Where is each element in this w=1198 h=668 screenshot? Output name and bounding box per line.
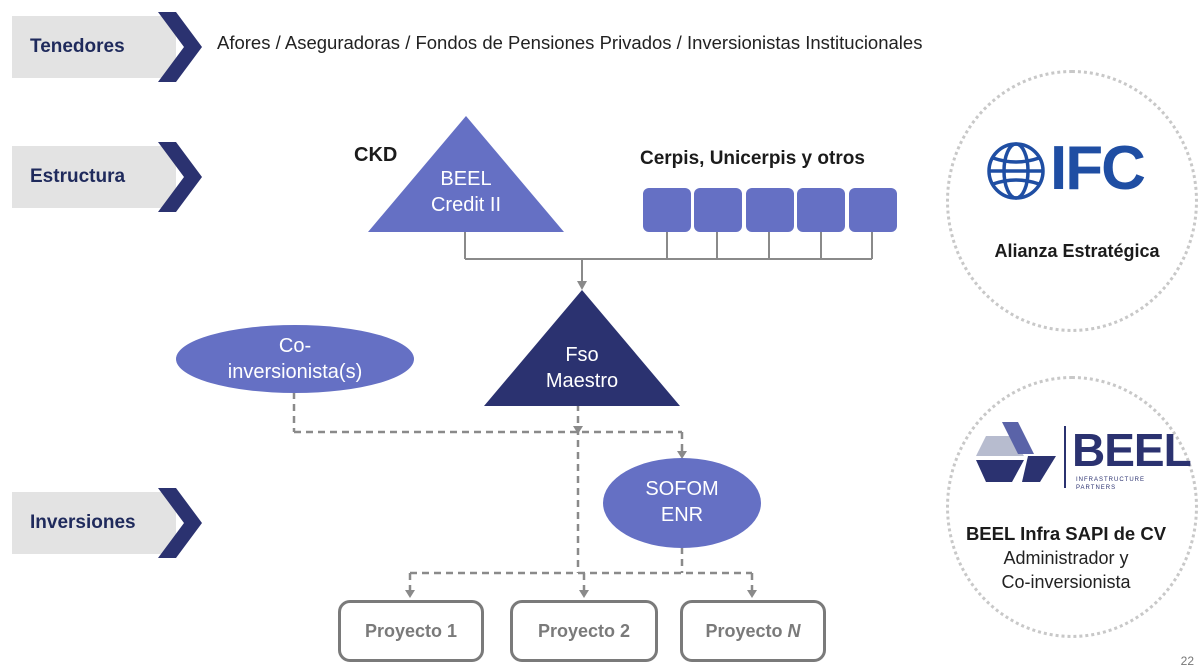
row-label-inversiones: Inversiones — [12, 492, 176, 554]
beel-caption-bold: BEEL Infra SAPI de CV — [965, 523, 1167, 544]
ckd-label: CKD — [354, 144, 398, 166]
project-1-prefix: Proyecto — [364, 620, 447, 641]
beel-caption-line2: Administrador y — [1003, 548, 1129, 568]
sofom-line1: SOFOM — [645, 478, 719, 500]
project-2-prefix: Proyecto — [537, 620, 620, 641]
cerpis-box — [643, 188, 691, 232]
beel-logo-divider — [1064, 426, 1066, 488]
project-n-suffix: N — [787, 620, 801, 641]
beel-partner-circle — [946, 376, 1198, 638]
row-label-tenedores: Tenedores — [12, 16, 176, 78]
ifc-partner-circle — [946, 70, 1198, 332]
chevron-right-icon — [158, 142, 202, 212]
arrow-head — [405, 590, 415, 598]
arrow-head — [577, 281, 587, 290]
cerpis-label: Cerpis, Unicerpis y otros — [640, 148, 865, 169]
chevron-right-icon — [158, 488, 202, 558]
arrow-head — [747, 590, 757, 598]
beel-credit-line2: Credit II — [430, 194, 502, 216]
project-n-prefix: Proyecto — [705, 620, 788, 641]
beel-credit-line1: BEEL — [440, 168, 492, 190]
sofom-text: SOFOM ENR — [603, 476, 761, 528]
fso-maestro-triangle — [484, 290, 680, 406]
sofom-line2: ENR — [660, 504, 704, 526]
project-2-suffix: 2 — [620, 620, 631, 641]
arrow-head — [579, 590, 589, 598]
fso-maestro-text: Fso Maestro — [512, 342, 652, 394]
beel-logo-subtext: INFRASTRUCTURE PARTNERS — [1076, 477, 1145, 491]
coinversionista-text: Co- inversionista(s) — [176, 333, 414, 385]
cerpis-box — [797, 188, 845, 232]
row-label-estructura: Estructura — [12, 146, 176, 208]
globe-icon — [987, 142, 1045, 200]
tenedores-description: Afores / Aseguradoras / Fondos de Pensio… — [217, 32, 923, 53]
chevron-right-icon — [158, 12, 202, 82]
coinv-line1: Co- — [278, 335, 312, 357]
cerpis-box — [746, 188, 794, 232]
beel-caption: BEEL Infra SAPI de CV Administrador y Co… — [934, 522, 1198, 594]
ifc-logo-text: IFC — [1050, 134, 1146, 203]
solid-connectors — [464, 230, 873, 283]
project-n-box: Proyecto N — [680, 600, 826, 662]
beel-logo-icon — [976, 422, 1056, 482]
cerpis-box — [849, 188, 897, 232]
row-label-tenedores-text: Tenedores — [30, 36, 125, 57]
row-label-estructura-text: Estructura — [30, 166, 126, 187]
beel-credit-text: BEEL Credit II — [396, 166, 536, 218]
ifc-caption: Alianza Estratégica — [994, 241, 1160, 261]
beel-caption-line3: Co-inversionista — [1001, 572, 1131, 592]
page-number: 22 — [1180, 654, 1194, 668]
beel-credit-triangle — [368, 116, 564, 232]
cerpis-box — [694, 188, 742, 232]
beel-logo-text: BEEL — [1072, 424, 1192, 476]
arrow-head — [677, 451, 687, 459]
project-2-box: Proyecto 2 — [510, 600, 658, 662]
arrow-head — [573, 426, 583, 434]
coinv-line2: inversionista(s) — [227, 361, 363, 383]
project-1-box: Proyecto 1 — [338, 600, 484, 662]
fso-line1: Fso — [565, 344, 599, 366]
fso-line2: Maestro — [545, 370, 619, 392]
sofom-ellipse — [603, 458, 761, 548]
row-label-inversiones-text: Inversiones — [30, 512, 136, 533]
coinversionista-ellipse — [176, 325, 414, 393]
project-1-suffix: 1 — [447, 620, 458, 641]
